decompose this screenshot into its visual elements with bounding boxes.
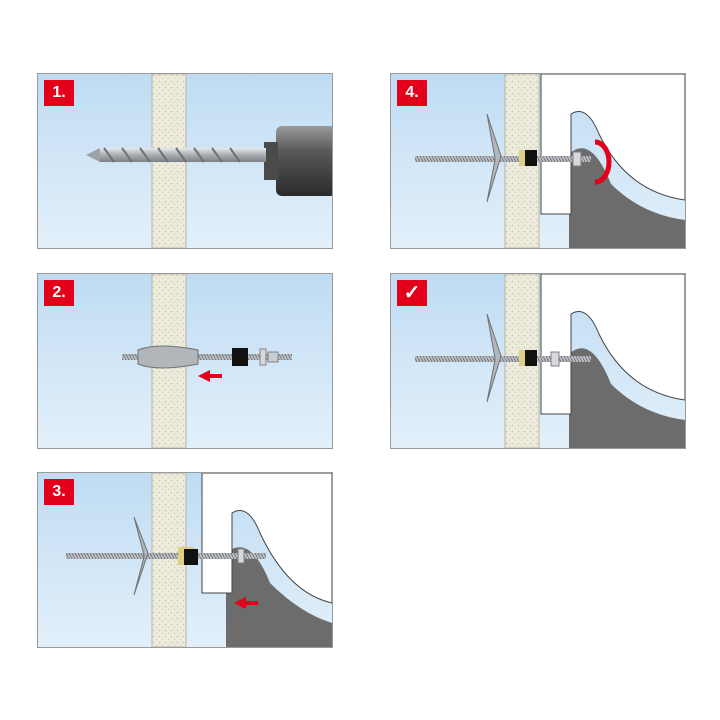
object-shadow [569,274,685,448]
mounted-object [540,274,685,415]
step-3-panel: 3. [37,472,333,648]
push-arrow-icon [234,597,258,609]
step-badge: 3. [44,479,74,505]
rotate-arrow-icon [594,139,612,185]
step-1-panel: 1. [37,73,333,249]
step-badge: 4. [397,80,427,106]
toggle-bolt-icon [66,516,266,596]
mounted-object [201,473,332,604]
step-2-panel: 2. [37,273,333,449]
toggle-bolt-icon [122,345,292,369]
drill-chuck-icon [276,126,332,196]
final-panel: ✓ [390,273,686,449]
mounted-object [540,74,685,215]
step-badge: 2. [44,280,74,306]
drill-bit-icon [86,147,266,163]
object-shadow [569,74,685,248]
step-4-panel: 4. [390,73,686,249]
toggle-bolt-icon [415,313,591,403]
step-badge: 1. [44,80,74,106]
checkmark-icon: ✓ [397,280,427,306]
insert-arrow-icon [198,370,222,382]
toggle-bolt-icon [415,113,591,203]
